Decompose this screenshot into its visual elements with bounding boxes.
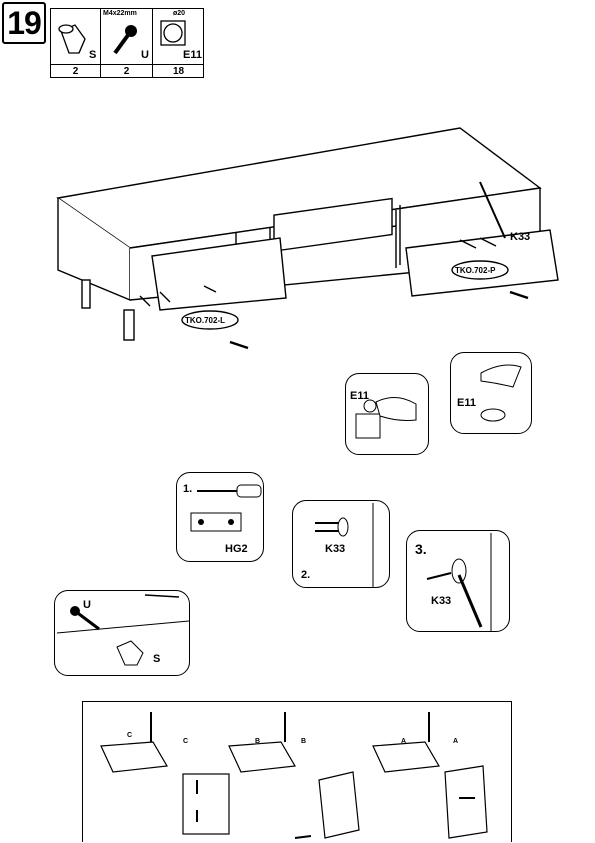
cap-sticker-icon (160, 20, 186, 46)
adjust-label: C (127, 732, 133, 739)
adjust-label: B (255, 738, 261, 745)
finger-cap-icon (355, 397, 417, 439)
part-size: ø20 (173, 10, 186, 17)
knob-icon (58, 24, 86, 54)
part-cell-cap: ø20 E11 (153, 9, 204, 64)
stay-detail-panel-2: 2. K33 (292, 500, 390, 588)
stay-detail-panel-3: 3. K33 (406, 530, 510, 632)
stay-arm-icon (426, 533, 492, 631)
adjust-label: A (453, 738, 459, 745)
hinge-code: HG2 (225, 543, 248, 555)
left-door-tag: TKO.702-L (185, 316, 225, 325)
part-code: S (89, 49, 97, 61)
knob-code: S (153, 653, 161, 665)
step-label: 1. (183, 483, 193, 495)
cap-code: E11 (350, 390, 369, 402)
parts-table: S M4x22mm U ø20 E11 2 2 18 (50, 8, 204, 78)
part-qty: 2 (101, 64, 153, 78)
adjust-label: C (183, 738, 189, 745)
screw-icon (113, 25, 137, 55)
hinge-adjust-icons (100, 712, 488, 839)
right-door-tag: TKO.702-P (455, 266, 496, 275)
step-label: 3. (415, 541, 427, 557)
cap-code: E11 (457, 397, 476, 409)
hinge-detail-panel: 1. HG2 (176, 472, 264, 562)
part-code: U (141, 49, 149, 61)
tv-cabinet-drawing: TKO.702-L TKO.702-P K33 (56, 127, 559, 350)
stay-screw-icon (315, 503, 374, 587)
step-label: 2. (301, 569, 311, 581)
knob-detail-panel: U S (54, 590, 190, 676)
knob-mount-icon (56, 594, 190, 666)
hinge-adjust-panel: C C B B A A (82, 701, 512, 842)
cap-detail-panel-b: E11 (450, 352, 532, 434)
stay-code: K33 (325, 543, 346, 555)
cap-detail-panel-a: E11 (345, 373, 429, 455)
part-qty: 18 (153, 64, 204, 78)
part-code: E11 (183, 49, 202, 61)
stay-code: K33 (510, 231, 530, 243)
hinge-screwdriver-icon (190, 484, 262, 532)
part-cell-knob: S (51, 9, 101, 64)
step-number: 19 (2, 2, 46, 44)
peel-sticker-icon (480, 364, 522, 422)
adjust-label: B (301, 738, 307, 745)
part-qty: 2 (51, 64, 101, 78)
adjust-label: A (401, 738, 407, 745)
stay-code: K33 (431, 595, 452, 607)
push-arrow-icon (229, 290, 529, 350)
part-size: M4x22mm (103, 10, 137, 17)
screw-code: U (83, 599, 91, 611)
part-cell-screw: M4x22mm U (101, 9, 153, 64)
